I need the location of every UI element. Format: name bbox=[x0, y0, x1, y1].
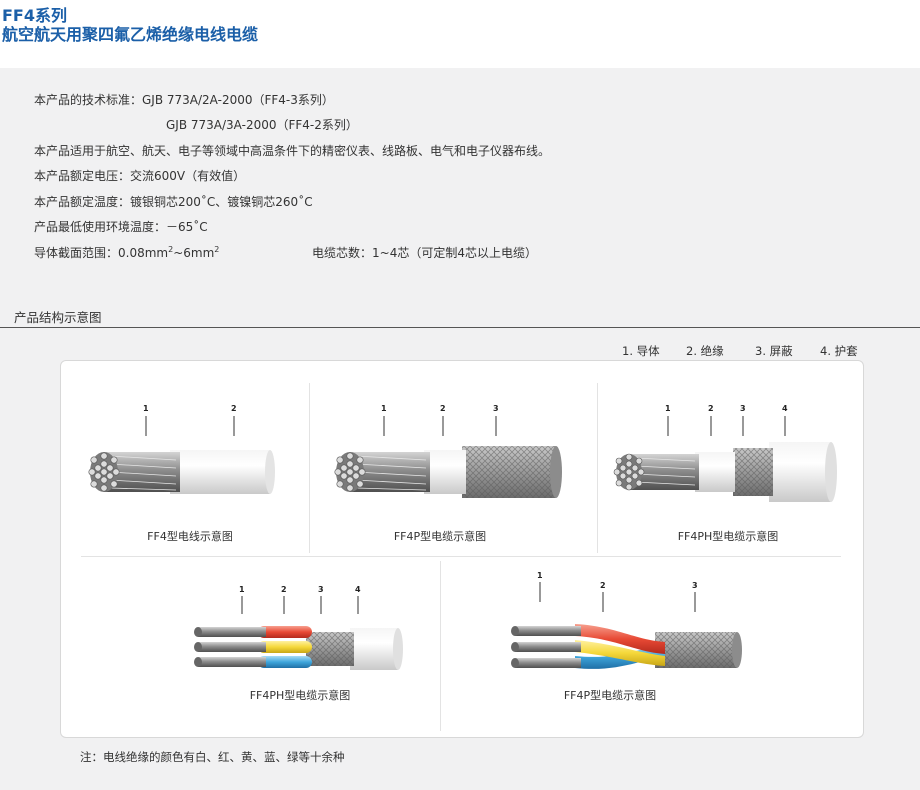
callout-1: 1 bbox=[239, 585, 245, 594]
structure-diagram-panel bbox=[60, 360, 864, 738]
divider-1 bbox=[309, 383, 310, 553]
caption-ff4p: FF4P型电缆示意图 bbox=[393, 530, 487, 543]
legend-conductor: 1. 导体 bbox=[622, 344, 660, 358]
caption-ff4ph: FF4PH型电缆示意图 bbox=[677, 530, 779, 543]
spec-standard-1: 本产品的技术标准：GJB 773A/2A-2000（FF4-3系列） bbox=[34, 93, 334, 107]
spec-core-count: 电缆芯数：1~4芯（可定制4芯以上电缆） bbox=[312, 246, 537, 260]
structure-section-title: 产品结构示意图 bbox=[14, 310, 102, 325]
legend-shield: 3. 屏蔽 bbox=[755, 344, 793, 358]
spec-standard-2: GJB 773A/3A-2000（FF4-2系列） bbox=[166, 118, 358, 132]
callout-1: 1 bbox=[143, 404, 149, 413]
callout-3: 3 bbox=[318, 585, 324, 594]
callout-1: 1 bbox=[537, 571, 543, 580]
callout-1: 1 bbox=[665, 404, 671, 413]
insulation-color-note: 注：电线绝缘的颜色有白、红、黄、蓝、绿等十余种 bbox=[80, 750, 345, 764]
ff4ph-multicore-diagram: 1 2 3 4 bbox=[194, 585, 403, 670]
callout-3: 3 bbox=[493, 404, 499, 413]
callout-1: 1 bbox=[381, 404, 387, 413]
divider-row bbox=[81, 556, 841, 557]
callout-3: 3 bbox=[740, 404, 746, 413]
legend-jacket: 4. 护套 bbox=[820, 344, 858, 358]
ff4p-cable-diagram: 1 2 3 bbox=[334, 404, 562, 498]
spec-rated-temperature: 本产品额定温度：镀银铜芯200˚C、镀镍铜芯260˚C bbox=[34, 195, 313, 209]
callout-3: 3 bbox=[692, 581, 698, 590]
callout-2: 2 bbox=[600, 581, 606, 590]
callout-4: 4 bbox=[355, 585, 361, 594]
callout-2: 2 bbox=[440, 404, 446, 413]
page-header: FF4系列 航空航天用聚四氟乙烯绝缘电线电缆 bbox=[2, 6, 258, 44]
divider-3 bbox=[440, 561, 441, 731]
section-divider bbox=[0, 327, 920, 328]
callout-2: 2 bbox=[231, 404, 237, 413]
spec-application: 本产品适用于航空、航天、电子等领域中高温条件下的精密仪表、线路板、电气和电子仪器… bbox=[34, 144, 551, 158]
spec-cross-section-sup1: 2 bbox=[168, 245, 174, 254]
caption-ff4: FF4型电线示意图 bbox=[147, 530, 233, 543]
callout-2: 2 bbox=[708, 404, 714, 413]
divider-2 bbox=[597, 383, 598, 553]
ff4-wire-diagram: 1 2 bbox=[88, 404, 275, 494]
spec-cross-section-prefix: 导体截面范围：0.08mm bbox=[34, 246, 169, 260]
caption-ff4ph-multicore: FF4PH型电缆示意图 bbox=[249, 689, 351, 702]
ff4p-twisted-diagram: 1 2 3 bbox=[511, 571, 742, 669]
spec-rated-voltage: 本产品额定电压：交流600V（有效值） bbox=[34, 169, 246, 183]
callout-4: 4 bbox=[782, 404, 788, 413]
spec-cross-section-mid: ~6mm bbox=[173, 246, 215, 260]
caption-ff4p-twisted: FF4P型电缆示意图 bbox=[563, 689, 657, 702]
callout-2: 2 bbox=[281, 585, 287, 594]
legend-insulation: 2. 绝缘 bbox=[686, 344, 724, 358]
product-title: 航空航天用聚四氟乙烯绝缘电线电缆 bbox=[2, 25, 259, 44]
spec-cross-section-sup2: 2 bbox=[214, 245, 220, 254]
ff4ph-cable-diagram: 1 2 3 4 bbox=[613, 404, 837, 502]
series-title: FF4系列 bbox=[2, 6, 67, 25]
spec-min-temperature: 产品最低使用环境温度：－65˚C bbox=[34, 220, 208, 234]
spec-cross-section: 导体截面范围：0.08mm2~6mm2 bbox=[34, 244, 219, 261]
